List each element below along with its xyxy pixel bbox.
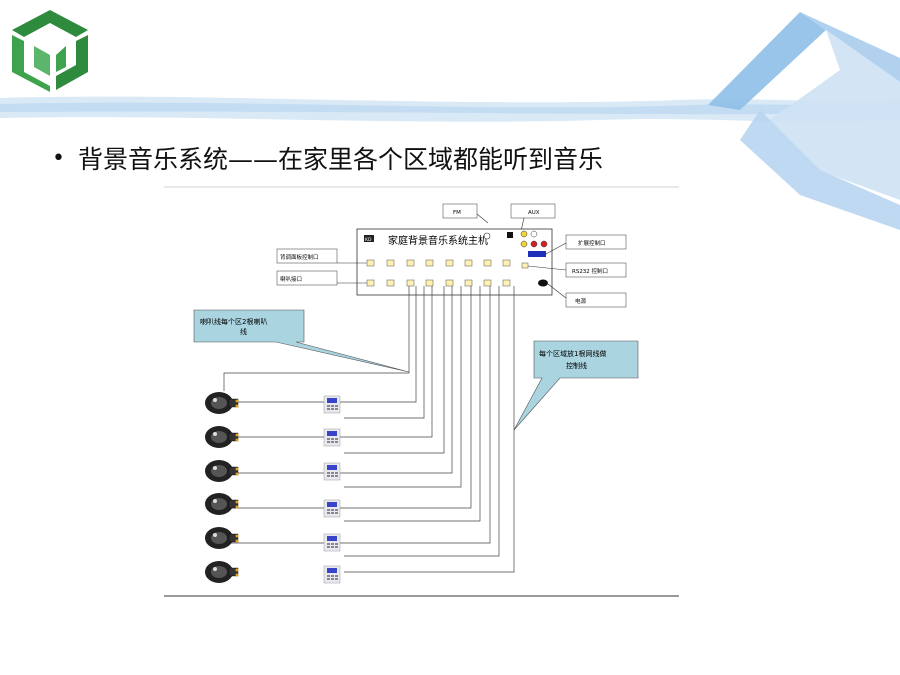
svg-text:RS232 控制口: RS232 控制口 [572, 267, 608, 275]
speaker-icon [205, 426, 239, 448]
power-label: 电源 [565, 292, 627, 308]
svg-text:喇叭接口: 喇叭接口 [280, 275, 302, 283]
svg-text:AUX: AUX [528, 210, 540, 216]
speaker-port-label: 喇叭接口 [276, 270, 338, 286]
control-panel-icon [323, 565, 341, 584]
expansion-port-label: 扩展控制口 [565, 234, 627, 250]
zone-2 [205, 426, 341, 448]
speaker-icon [205, 392, 239, 414]
company-logo [12, 10, 88, 92]
svg-text:线: 线 [240, 327, 247, 336]
speaker-port-row [366, 279, 511, 287]
network-wire-callout: 每个区域放1根网线做 控制线 [513, 340, 639, 431]
control-panel-icon [323, 462, 341, 481]
control-panel-icon [323, 395, 341, 414]
svg-text:扩展控制口: 扩展控制口 [578, 239, 606, 247]
system-diagram: FM AUX KD 家庭背景音乐系统主机 [164, 186, 679, 598]
zone-6 [205, 561, 341, 584]
fm-label: FM [442, 203, 478, 219]
host-unit-title: 家庭背景音乐系统主机 [388, 234, 488, 247]
brand-mark [364, 235, 374, 242]
bullet-marker: • [52, 145, 65, 171]
svg-text:每个区域放1根网线做: 每个区域放1根网线做 [539, 349, 606, 358]
power-knob [538, 279, 548, 287]
aux-connector-left [520, 230, 528, 238]
control-panel-icon [323, 533, 341, 552]
svg-text:喇叭线每个区2根喇叭: 喇叭线每个区2根喇叭 [200, 317, 267, 326]
speaker-icon [205, 493, 239, 515]
svg-text:电源: 电源 [575, 297, 587, 305]
host-unit: KD 家庭背景音乐系统主机 [356, 228, 553, 296]
speaker-icon [205, 460, 239, 482]
control-panel-icon [323, 428, 341, 447]
expansion-port [528, 251, 546, 257]
control-panel-icon [323, 499, 341, 518]
zone-3 [205, 460, 341, 482]
zone-1 [205, 392, 341, 414]
speaker-wire-callout: 喇叭线每个区2根喇叭 线 [193, 309, 410, 373]
zone-5 [205, 527, 341, 552]
title-text: 背景音乐系统——在家里各个区域都能听到音乐 [78, 145, 604, 174]
wiring [223, 286, 515, 573]
rs232-connector [521, 262, 529, 269]
svg-text:KD: KD [365, 237, 372, 243]
slide-title: • 背景音乐系统——在家里各个区域都能听到音乐 [52, 140, 603, 176]
roof-decoration [708, 12, 900, 230]
panel-port-label: 背调面板控制口 [276, 248, 338, 264]
fm-jack [507, 232, 513, 238]
speaker-icon [205, 527, 239, 549]
svg-text:FM: FM [453, 210, 461, 216]
zone-4 [205, 493, 341, 518]
svg-text:控制线: 控制线 [566, 361, 587, 370]
speaker-icon [205, 561, 239, 583]
panel-port-row [366, 259, 529, 269]
rs232-port-label: RS232 控制口 [565, 262, 627, 278]
fm-connector [483, 232, 491, 240]
aux-label: AUX [510, 203, 556, 219]
svg-text:背调面板控制口: 背调面板控制口 [280, 253, 319, 261]
